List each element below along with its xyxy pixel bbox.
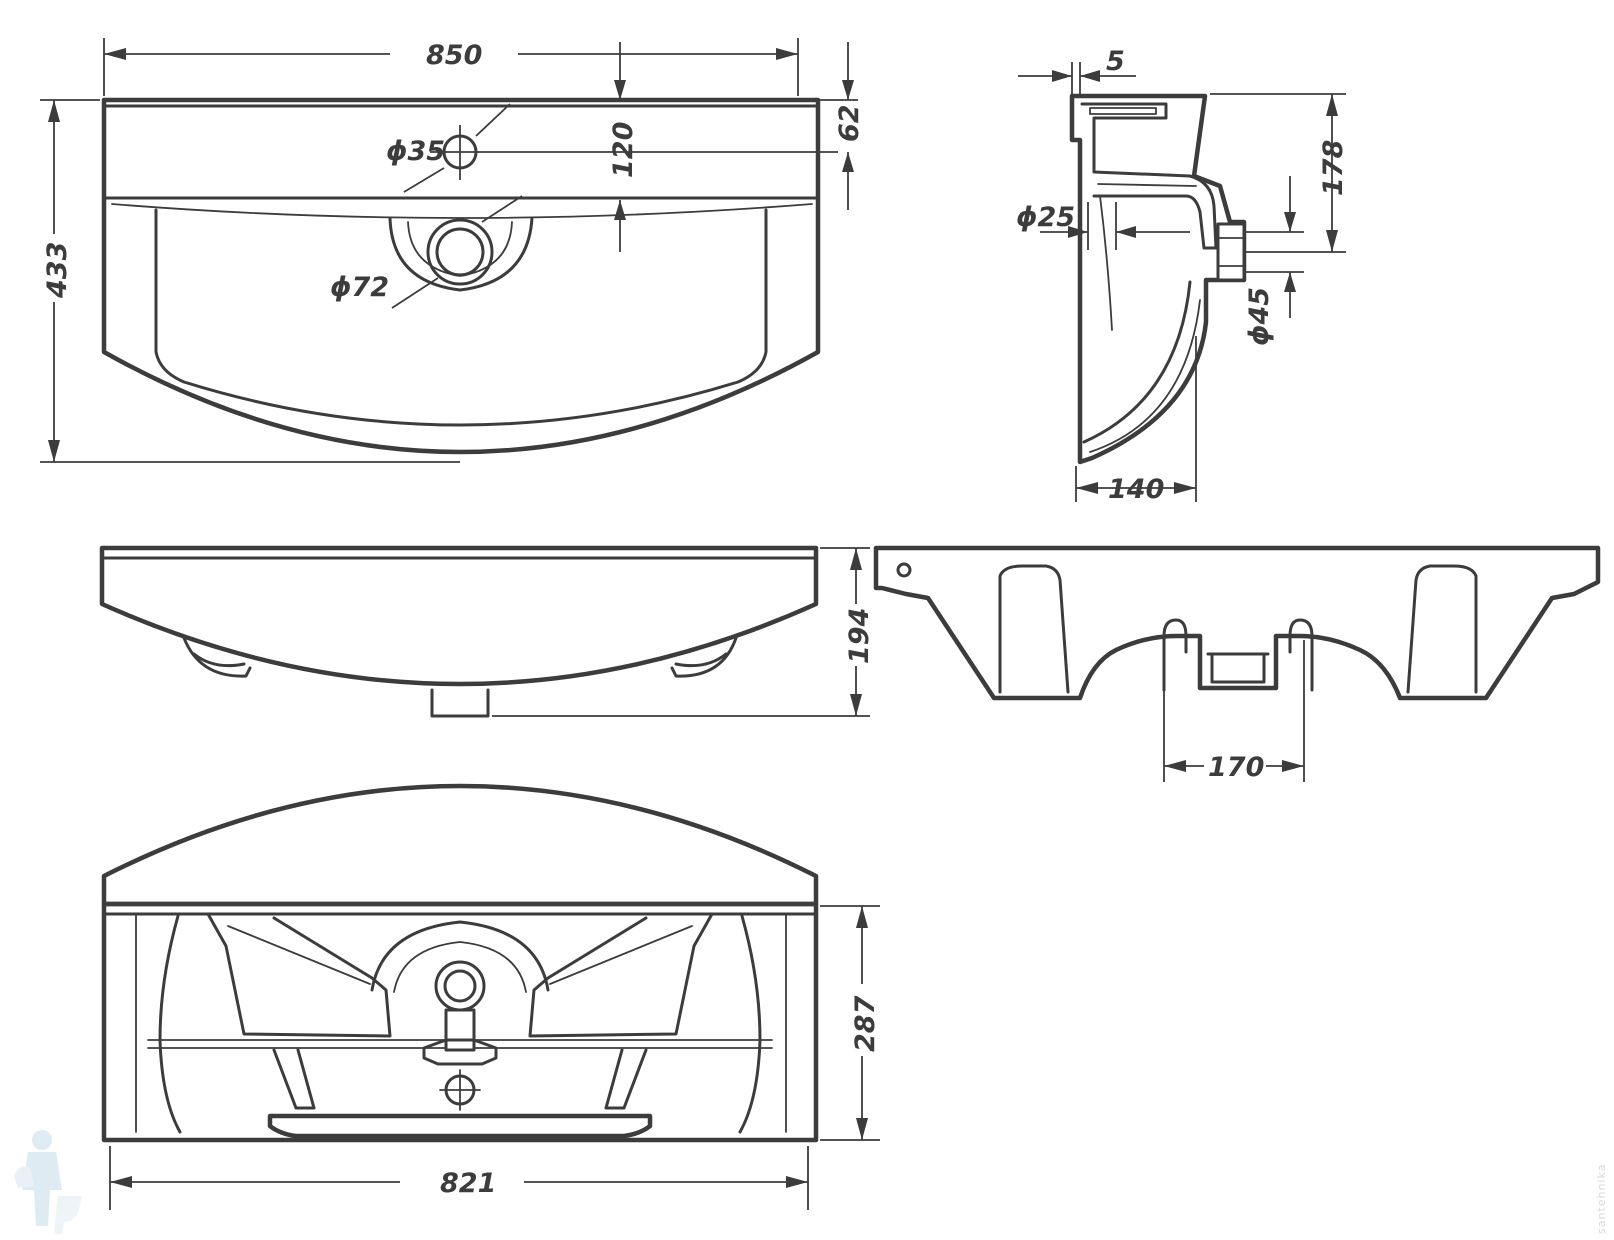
underside-view [101,783,819,1143]
dimension-120-label: 120 [608,122,639,178]
dimension-821: 821 [109,1146,809,1210]
dimension-120: 120 [608,42,639,252]
rear-view [873,545,1601,701]
dimension-194: 194 [492,547,875,717]
dimension-62: 62 [820,42,865,210]
dimension-5: 5 [1018,46,1136,96]
dimension-170-label: 170 [1208,752,1264,783]
dimension-850: 850 [103,38,799,96]
side-section-view [1069,93,1247,465]
drain-ring-inner [435,227,485,277]
top-view [101,97,838,455]
plumber-logo-icon [14,1130,82,1234]
dimension-5-label: 5 [1106,46,1125,77]
dimension-194-label: 194 [844,608,875,664]
tap-hole-diameter-label: ϕ35 [386,136,445,167]
dimension-140: 140 [1075,336,1197,505]
dimension-433-label: 433 [42,242,73,299]
drain-ring-outer [426,218,494,286]
dimension-phi25: ϕ25 [1016,202,1190,250]
front-view [99,545,819,718]
dimension-433: 433 [40,99,460,463]
dimension-178-label: 178 [1318,140,1349,196]
dimension-287-label: 287 [850,995,881,1052]
dimension-821-label: 821 [440,1168,496,1199]
dimension-170: 170 [1163,640,1305,783]
dimension-phi45: ϕ45 [1244,176,1304,346]
dimension-850-label: 850 [426,40,482,71]
dimension-140-label: 140 [1108,474,1164,505]
overflow-diameter-label: ϕ25 [1016,202,1075,233]
dimension-62-label: 62 [834,104,865,142]
watermark-text: santehnika [1595,1164,1608,1234]
dimension-287: 287 [820,905,881,1141]
drain-diameter-label: ϕ72 [330,272,389,303]
dimension-178: 178 [1210,93,1349,253]
outlet-diameter-label: ϕ45 [1244,287,1275,346]
